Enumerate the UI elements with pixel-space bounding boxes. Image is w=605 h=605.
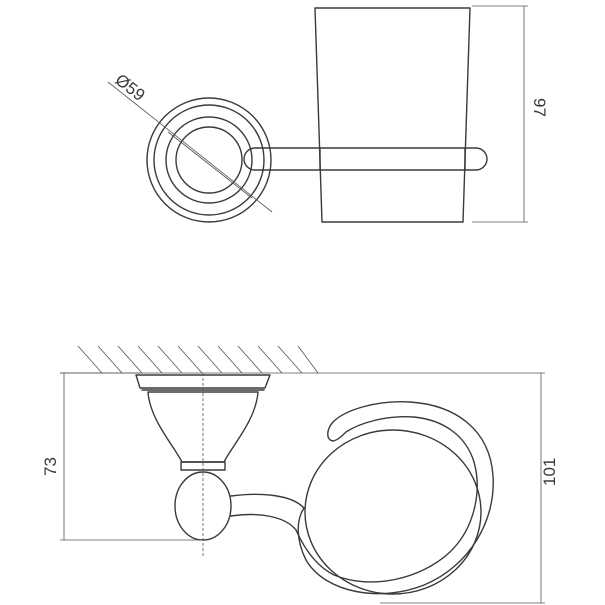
ring-holder-inner bbox=[295, 416, 478, 583]
mount-bell bbox=[147, 391, 259, 463]
total-height-label: 101 bbox=[540, 458, 559, 486]
flange-ring-2 bbox=[153, 104, 265, 216]
flange-outer-ring bbox=[146, 97, 272, 223]
height-label: 97 bbox=[530, 98, 549, 117]
flange-ring-3 bbox=[165, 116, 253, 204]
top-view: Ø59 97 bbox=[107, 5, 549, 223]
diameter-dimension-tick bbox=[167, 131, 253, 199]
side-arm-lower bbox=[230, 513, 297, 531]
ring-holder-outer bbox=[297, 401, 494, 595]
side-arm-upper bbox=[230, 493, 305, 509]
mount-height-label: 73 bbox=[41, 457, 60, 476]
ring-holder-opening bbox=[304, 429, 482, 595]
diameter-dimension-line bbox=[107, 81, 273, 213]
flange-inner-ring bbox=[175, 126, 243, 194]
mount-base-plate bbox=[135, 374, 271, 389]
wall-hatching bbox=[77, 345, 319, 374]
holder-arm bbox=[243, 147, 488, 171]
tumbler-outline bbox=[314, 7, 471, 223]
side-view: 73 101 bbox=[41, 345, 559, 604]
